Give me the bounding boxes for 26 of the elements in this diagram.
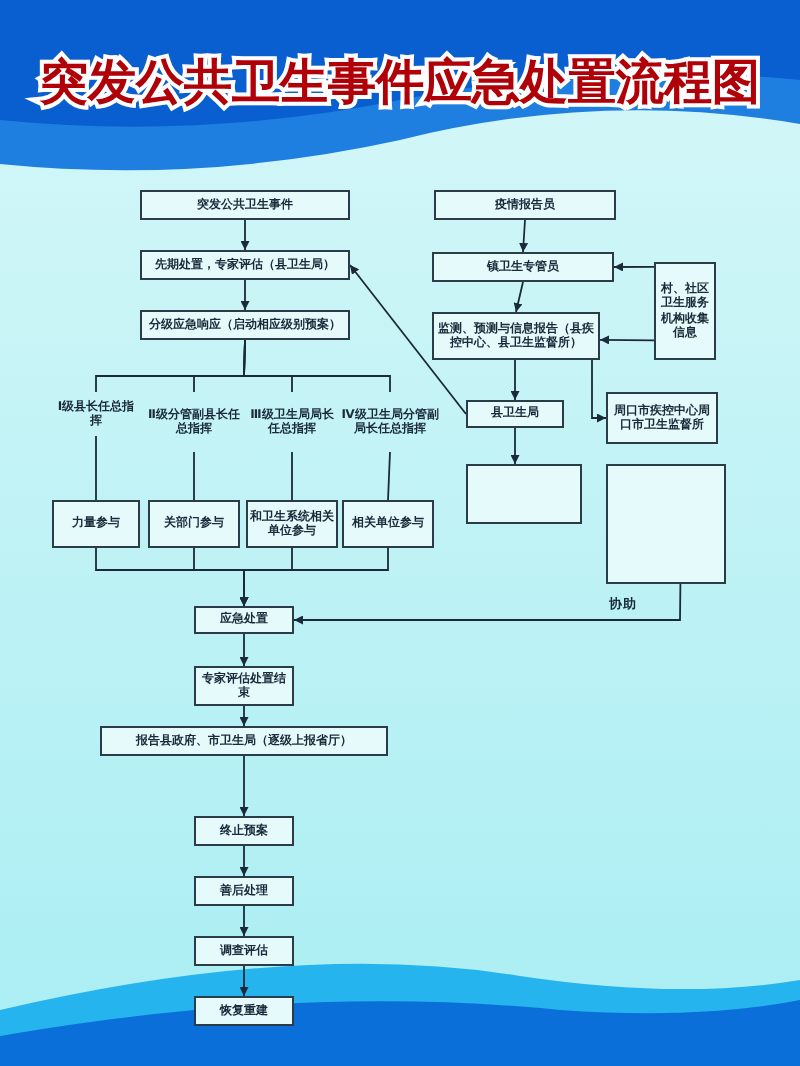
process-box bbox=[466, 464, 582, 524]
connector-line bbox=[291, 451, 293, 501]
arrow bbox=[591, 359, 607, 423]
connector-line bbox=[387, 451, 391, 501]
process-box bbox=[606, 464, 726, 584]
arrow bbox=[239, 705, 249, 727]
arrow bbox=[513, 281, 524, 313]
arrow bbox=[240, 279, 250, 311]
arrow bbox=[599, 335, 655, 345]
arrow bbox=[240, 219, 250, 251]
connector-line bbox=[243, 339, 391, 393]
arrow bbox=[349, 264, 467, 415]
arrow bbox=[239, 755, 249, 817]
arrow bbox=[239, 547, 389, 607]
arrow bbox=[239, 965, 249, 997]
arrow bbox=[510, 359, 520, 401]
arrow bbox=[239, 905, 249, 937]
arrow bbox=[293, 583, 682, 625]
arrow bbox=[510, 427, 520, 465]
arrow bbox=[613, 262, 655, 272]
arrow bbox=[239, 845, 249, 877]
arrow bbox=[519, 219, 529, 253]
connector-line bbox=[95, 435, 97, 501]
arrow bbox=[239, 633, 249, 667]
title: 突发公共卫生事件应急处置流程图 bbox=[38, 52, 762, 114]
connector-line bbox=[193, 451, 195, 501]
